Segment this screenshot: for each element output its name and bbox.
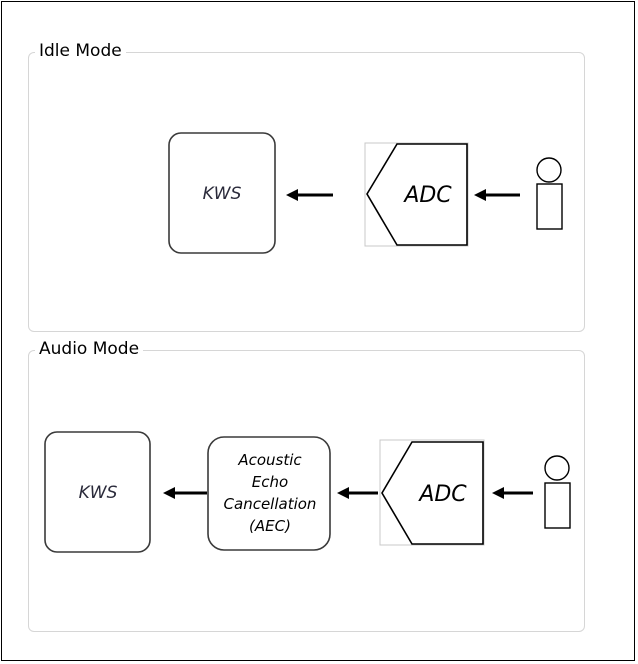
idle-speaker-icon (536, 157, 563, 230)
idle-adc-block: ADC (364, 142, 469, 247)
idle-kws-block: KWS (168, 132, 276, 254)
idle-mode-title: Idle Mode (35, 41, 126, 61)
audio-mode-title: Audio Mode (35, 339, 144, 359)
audio-adc-block: ADC (379, 439, 485, 546)
audio-arrow-adc-to-aec (337, 487, 378, 499)
aec-block: Acoustic Echo Cancellation (AEC) (207, 436, 331, 551)
idle-arrow-mic-to-adc (474, 189, 520, 201)
idle-arrow-adc-to-kws (286, 189, 333, 201)
aec-label-line-3: Cancellation (224, 495, 317, 513)
audio-arrow-mic-to-adc (492, 487, 533, 499)
audio-adc-label: ADC (417, 482, 467, 507)
idle-mode-panel (28, 52, 585, 332)
idle-adc-label: ADC (402, 183, 452, 208)
audio-mode-panel (28, 350, 585, 632)
aec-label-line-1: Acoustic (237, 451, 302, 469)
audio-kws-block: KWS (44, 431, 151, 553)
audio-kws-label: KWS (79, 483, 118, 503)
aec-label-line-2: Echo (252, 473, 288, 491)
audio-arrow-aec-to-kws (163, 487, 207, 499)
aec-label-line-4: (AEC) (249, 517, 291, 535)
audio-speaker-icon (544, 455, 571, 529)
idle-kws-label: KWS (203, 184, 242, 204)
